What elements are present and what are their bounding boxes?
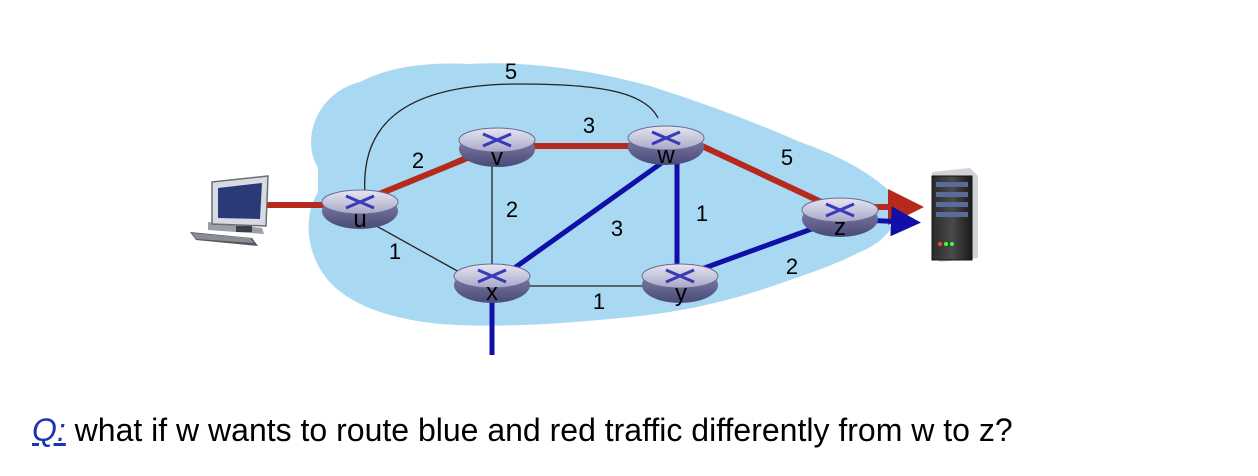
link-u-w [364,83,659,195]
router-w [627,125,705,165]
router-z [801,197,879,237]
computer-icon [190,175,269,246]
question-prefix: Q: [32,412,66,448]
router-x [453,263,531,303]
link-weight-y-z: 2 [786,254,798,279]
router-label-z: z [834,214,846,241]
link-weight-u-x: 1 [389,239,401,264]
link-u-x [361,217,471,279]
router-cross-icon [665,268,695,284]
router-cross-icon [651,130,681,146]
link-weight-x-w: 3 [611,216,623,241]
link-weight-v-w: 3 [583,113,595,138]
link-weight-w-y: 1 [696,201,708,226]
link-weight-w-z: 5 [781,145,793,170]
router-label-y: y [675,280,687,307]
router-cross-icon [477,268,507,284]
router-label-x: x [486,279,498,306]
router-cross-icon [482,132,512,148]
link-weight-v-x: 2 [506,197,518,222]
server-icon [931,168,978,262]
router-cross-icon [345,194,375,210]
link-weight-u-w: 5 [505,59,517,84]
question-text: Q: what if w wants to route blue and red… [32,412,1013,449]
router-u [321,189,399,229]
router-cross-icon [825,202,855,218]
router-y [641,263,719,303]
question-body: what if w wants to route blue and red tr… [65,412,1013,448]
router-v [458,127,536,167]
router-label-w: w [656,142,675,169]
network-cloud [308,63,899,326]
link-weight-u-v: 2 [412,148,424,173]
router-label-u: u [353,206,366,233]
router-label-v: v [491,144,503,171]
link-weight-x-y: 1 [593,289,605,314]
network-diagram: u v w x y z 5 2 3 5 2 3 1 1 1 2 [190,59,978,355]
